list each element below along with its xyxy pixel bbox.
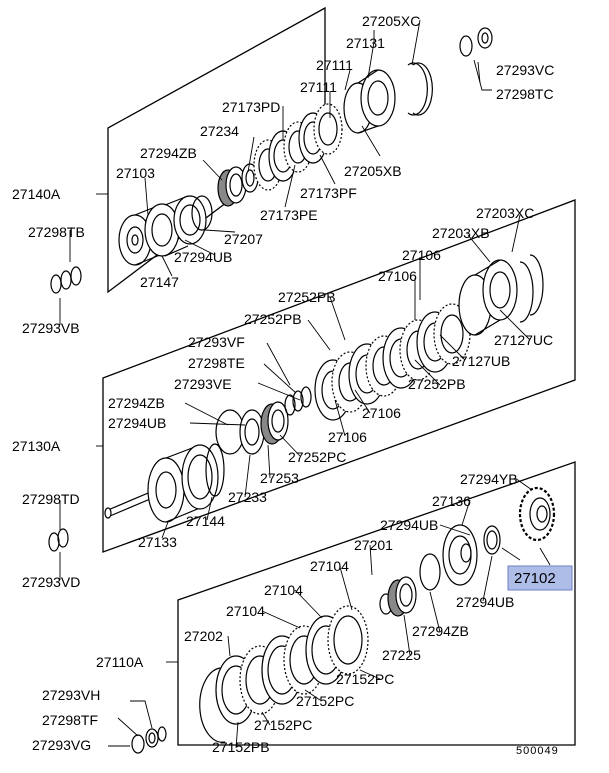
part-label[interactable]: 27152PB — [212, 739, 270, 755]
part-label[interactable]: 27136 — [432, 493, 471, 509]
side-parts-graphics — [48, 27, 493, 754]
part-label[interactable]: 27294UB — [456, 594, 514, 610]
diagram-id: 500049 — [516, 745, 559, 757]
part-label[interactable]: 27205XB — [344, 163, 402, 179]
part-label[interactable]: 27111 — [316, 57, 353, 73]
group2-parts — [104, 254, 544, 523]
side-part-label[interactable]: 27298TC — [496, 86, 554, 102]
part-label[interactable]: 27127UC — [494, 332, 553, 348]
part-label[interactable]: 27152PC — [254, 717, 312, 733]
part-label[interactable]: 27144 — [186, 513, 225, 529]
part-label[interactable]: 27294UB — [380, 517, 438, 533]
part-label[interactable]: 27202 — [184, 628, 223, 644]
part-label[interactable]: 27252PB — [408, 376, 466, 392]
part-label[interactable]: 27207 — [224, 231, 263, 247]
part-label[interactable]: 27111 — [300, 79, 337, 95]
side-part-label[interactable]: 27298TB — [28, 224, 85, 240]
part-labels: 27140A 27205XC 27131 27111 27111 27173PD… — [12, 13, 559, 757]
part-label[interactable]: 27294YB — [460, 471, 518, 487]
part-label[interactable]: 27106 — [402, 247, 441, 263]
group-label: 27140A — [12, 186, 61, 202]
leader-lines — [59, 19, 551, 749]
part-label[interactable]: 27106 — [328, 429, 367, 445]
side-part-label[interactable]: 27293VC — [496, 62, 554, 78]
side-part-label[interactable]: 27293VB — [22, 320, 80, 336]
side-part-label[interactable]: 27293VH — [42, 687, 100, 703]
part-label[interactable]: 27104 — [264, 582, 303, 598]
part-label[interactable]: 27152PC — [296, 693, 354, 709]
part-label[interactable]: 27173PD — [222, 99, 280, 115]
part-label[interactable]: 27203XB — [432, 225, 490, 241]
part-label[interactable]: 27294ZB — [412, 623, 469, 639]
highlighted-part-label[interactable]: 27102 — [514, 570, 556, 587]
group-label: 27130A — [12, 438, 61, 454]
part-label[interactable]: 27233 — [228, 489, 267, 505]
highlight-box — [507, 565, 573, 591]
group-frame-27110A — [177, 461, 576, 746]
side-part-label[interactable]: 27298TF — [42, 712, 98, 728]
side-part-label[interactable]: 27298TD — [22, 491, 80, 507]
part-label[interactable]: 27253 — [260, 470, 299, 486]
part-label[interactable]: 27147 — [140, 274, 179, 290]
part-label[interactable]: 27173PE — [260, 207, 318, 223]
part-label[interactable]: 27203XC — [476, 205, 534, 221]
part-label[interactable]: 27106 — [362, 405, 401, 421]
group-frame-27130A — [102, 199, 576, 553]
part-label[interactable]: 27201 — [354, 537, 393, 553]
part-label[interactable]: 27293VF — [188, 334, 245, 350]
group-label: 27110A — [96, 654, 144, 670]
group3-parts — [199, 486, 556, 743]
part-label[interactable]: 27173PF — [300, 185, 357, 201]
part-label[interactable]: 27294UB — [108, 415, 166, 431]
side-part-label[interactable]: 27293VG — [32, 737, 91, 753]
part-label[interactable]: 27298TE — [188, 355, 245, 371]
part-label[interactable]: 27294UB — [174, 249, 232, 265]
part-label[interactable]: 27103 — [116, 165, 155, 181]
part-label[interactable]: 27293VE — [174, 376, 232, 392]
part-label[interactable]: 27252PC — [288, 449, 346, 465]
part-label[interactable]: 27131 — [346, 35, 385, 51]
part-label[interactable]: 27104 — [226, 603, 265, 619]
part-label[interactable]: 27234 — [200, 123, 239, 139]
part-label[interactable]: 27252PB — [244, 311, 302, 327]
part-label[interactable]: 27225 — [382, 647, 421, 663]
part-label[interactable]: 27127UB — [452, 353, 510, 369]
part-label[interactable]: 27152PC — [336, 671, 394, 687]
part-label[interactable]: 27252PB — [278, 289, 336, 305]
part-label[interactable]: 27133 — [138, 534, 177, 550]
part-label[interactable]: 27104 — [310, 558, 349, 574]
part-label[interactable]: 27205XC — [362, 13, 420, 29]
part-label[interactable]: 27294ZB — [108, 395, 165, 411]
group1-parts — [118, 62, 433, 266]
part-label[interactable]: 27294ZB — [140, 145, 197, 161]
side-part-label[interactable]: 27293VD — [22, 574, 80, 590]
part-label[interactable]: 27106 — [378, 268, 417, 284]
